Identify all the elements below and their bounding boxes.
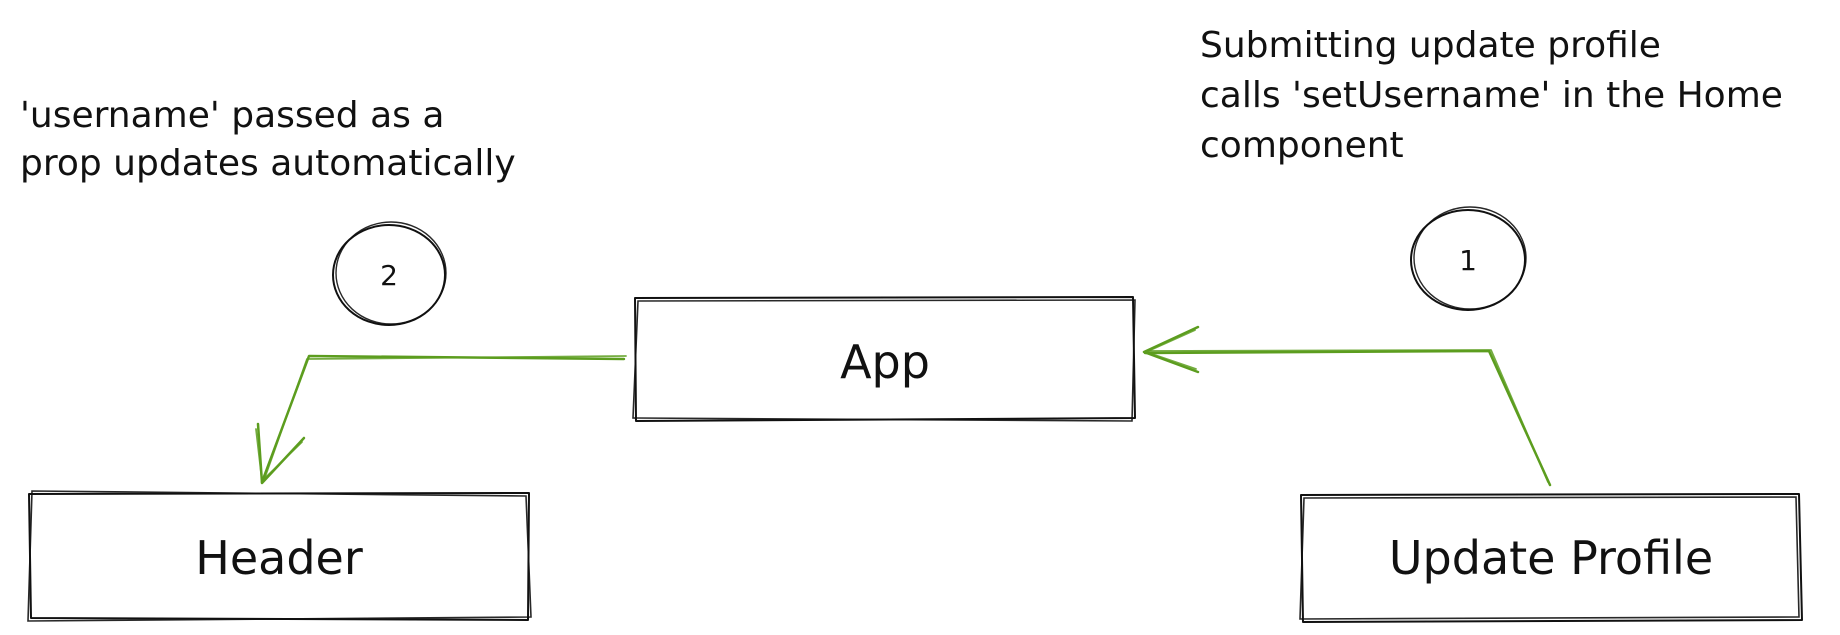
update-profile-node: Update Profile [1299, 493, 1803, 623]
app-box-outline [634, 296, 1136, 422]
update-profile-label: Update Profile [1389, 531, 1713, 585]
update-profile-box-sketch [1299, 496, 1800, 620]
annotation-right-line-1: Submitting update profile [1200, 25, 1661, 66]
arrow-1-line [1143, 349, 1552, 487]
header-node: Header [27, 490, 532, 622]
arrow-1-head-sketch [1145, 329, 1197, 370]
arrow-app-to-header [255, 354, 627, 485]
step-badge-1: 1 [1410, 206, 1527, 311]
annotation-left-line-2: prop updates automatically [20, 143, 516, 184]
arrow-update-profile-to-app [1142, 325, 1552, 487]
annotation-right: Submitting update profile calls 'setUser… [1200, 25, 1794, 166]
arrow-1-head [1142, 325, 1200, 374]
step-2-circle-sketch [335, 221, 447, 325]
annotation-right-line-3: component [1200, 125, 1404, 166]
app-label: App [840, 335, 930, 389]
annotation-right-line-2: calls 'setUsername' in the Home [1200, 75, 1783, 116]
step-1-label: 1 [1459, 244, 1477, 277]
step-1-circle-sketch [1413, 206, 1527, 310]
app-box-sketch [632, 299, 1136, 422]
annotation-left: 'username' passed as a prop updates auto… [20, 95, 516, 184]
arrow-2-line-sketch [263, 355, 627, 481]
step-1-circle [1410, 209, 1526, 311]
app-node: App [632, 296, 1136, 422]
header-label: Header [195, 531, 363, 585]
header-box-sketch [27, 490, 532, 622]
step-badge-2: 2 [332, 221, 447, 326]
arrow-2-line [260, 354, 626, 484]
step-2-label: 2 [380, 259, 398, 292]
arrow-1-line-sketch [1146, 349, 1549, 483]
header-box-outline [28, 492, 530, 621]
annotation-left-line-1: 'username' passed as a [20, 95, 444, 136]
step-2-circle [332, 224, 446, 326]
update-profile-box-outline [1300, 493, 1803, 623]
arrow-2-head-sketch [255, 428, 303, 482]
